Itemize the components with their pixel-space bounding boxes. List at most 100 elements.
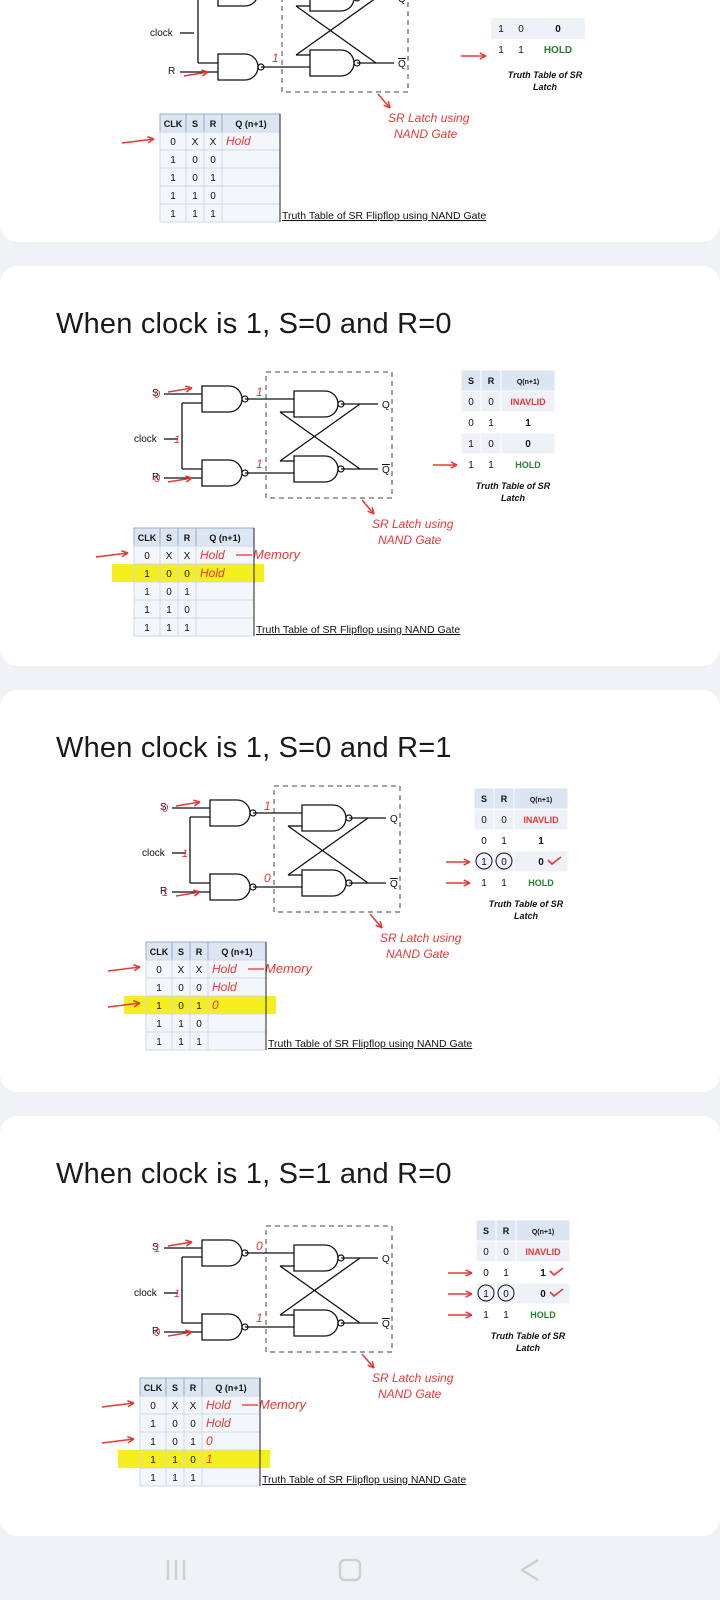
q-label: Q <box>390 814 398 825</box>
wire <box>167 477 193 483</box>
handwritten-annotation: 1 <box>182 848 188 860</box>
table-cell-value: X <box>210 137 217 148</box>
qbar-label: Q <box>398 59 406 70</box>
red-arrow-icon <box>127 1436 135 1444</box>
table-cell-value: 1 <box>501 878 507 889</box>
section-title: When clock is 1, S=0 and R=0 <box>56 308 452 340</box>
latch-box <box>273 785 401 913</box>
wire <box>369 913 383 929</box>
table-cell-value: X <box>172 1401 179 1412</box>
recent-apps-icon <box>166 1560 186 1580</box>
table-cell-value: 1 <box>210 209 216 220</box>
handwritten-annotation: 0 <box>162 803 169 815</box>
table-cell-value: 1 <box>156 1019 162 1030</box>
s-label: S <box>152 1242 159 1253</box>
table-cell-value: 1 <box>170 173 176 184</box>
latch-table-caption: Truth Table of SR <box>508 70 583 80</box>
table-cell <box>511 39 531 60</box>
table-cell-value: 0 <box>488 397 494 408</box>
red-arrow-icon <box>185 1239 193 1247</box>
table-header-label: R <box>501 794 508 804</box>
table-cell-value: INAVLID <box>523 815 559 825</box>
table-cell <box>531 39 585 60</box>
recent-apps-button[interactable] <box>146 1550 206 1590</box>
flipflop-table-caption: Truth Table of SR Flipflop using NAND Ga… <box>282 210 486 222</box>
table-cell-value: 1 <box>166 605 172 616</box>
latch-box <box>265 1225 393 1353</box>
red-arrow-icon <box>147 136 155 144</box>
handwritten-annotation: 1 <box>264 799 271 813</box>
handwritten-annotation: 1 <box>256 1311 263 1325</box>
red-arrow-icon <box>127 1400 135 1408</box>
latch-box <box>265 371 393 499</box>
table-cell-value: 1 <box>156 983 162 994</box>
wire <box>279 403 361 462</box>
wire <box>295 0 375 56</box>
table-header-label: R <box>210 119 217 129</box>
table-cell-value: 1 <box>190 1473 196 1484</box>
red-arrow-icon <box>479 52 487 60</box>
nand-gate-icon <box>209 799 251 827</box>
handwritten-annotation: 0 <box>264 871 271 885</box>
table-cell-value: 0 <box>501 857 507 868</box>
handwritten-annotation: 1 <box>256 385 263 399</box>
wire <box>95 552 129 558</box>
nand-gate-icon <box>301 804 347 832</box>
wire <box>279 411 361 470</box>
table-cell-value: 0 <box>190 1455 196 1466</box>
red-arrow-icon <box>463 858 471 866</box>
table-cell-value: 1 <box>481 857 487 868</box>
red-arrow-icon <box>185 475 193 483</box>
table-header-label: S <box>483 1226 489 1236</box>
table-cell-value: 1 <box>144 605 150 616</box>
handwritten-annotation: 1 <box>162 887 168 899</box>
table-cell-value: 0 <box>144 551 150 562</box>
handwritten-annotation: Memory <box>253 547 301 562</box>
red-arrow-icon <box>133 964 141 972</box>
r-label: R <box>160 886 167 897</box>
table-cell-value: X <box>178 965 185 976</box>
table-header-label: S <box>192 119 198 129</box>
table-cell-value: 0 <box>468 397 474 408</box>
wire <box>107 966 141 972</box>
latch-caption: NAND Gate <box>386 947 450 961</box>
wire <box>175 891 201 897</box>
table-cell-value: X <box>190 1401 197 1412</box>
wire <box>101 1402 135 1408</box>
table-header-label: CLK <box>164 119 183 129</box>
table-header-label: S <box>481 794 487 804</box>
wire <box>287 825 369 884</box>
nand-gate-icon <box>201 385 243 413</box>
circle-mark-icon <box>477 1284 495 1302</box>
highlight-band <box>112 564 264 582</box>
handwritten-annotation: 1 <box>154 1243 160 1255</box>
r-label: R <box>152 1326 159 1337</box>
check-mark-icon <box>549 1288 564 1298</box>
handwritten-annotation: 0 <box>206 1434 213 1448</box>
wire <box>287 817 369 876</box>
table-cell <box>531 18 585 39</box>
qbar-label: Q <box>382 1319 390 1330</box>
handwritten-annotation: 1 <box>206 1452 213 1466</box>
red-arrow-icon <box>465 1290 473 1298</box>
table-cell-value: 1 <box>481 878 487 889</box>
table-cell-value: 1 <box>170 155 176 166</box>
back-button[interactable] <box>500 1550 560 1590</box>
table-cell-value: 1 <box>483 1310 489 1321</box>
table-cell <box>221 185 281 205</box>
table-cell-value: 1 <box>483 1289 489 1300</box>
red-arrow-icon <box>201 69 209 77</box>
check-mark-icon <box>549 1267 564 1277</box>
latch-table-caption: Truth Table of SR <box>489 899 564 909</box>
home-button[interactable] <box>320 1550 380 1590</box>
flipflop-table-caption: Truth Table of SR Flipflop using NAND Ga… <box>268 1038 472 1050</box>
s-label: S <box>160 802 167 813</box>
table-cell-value: 0 <box>172 1437 178 1448</box>
table-cell-value: 0 <box>156 965 162 976</box>
table-cell-value: 0 <box>166 587 172 598</box>
table-header-label: CLK <box>138 533 157 543</box>
wire <box>361 499 375 515</box>
